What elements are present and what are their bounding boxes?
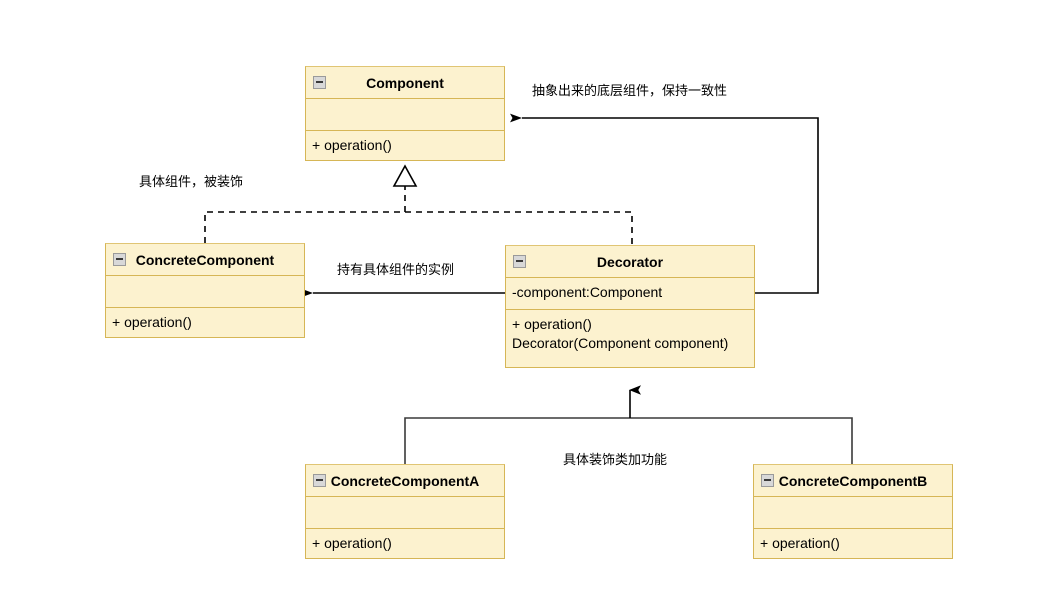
class-attributes-concrete-component — [106, 276, 304, 308]
class-name-concrete-component: ConcreteComponent — [135, 252, 275, 268]
class-header-concrete-component-b: ConcreteComponentB — [754, 465, 952, 497]
class-header-component: Component — [306, 67, 504, 99]
class-attributes-decorator: -component:Component — [506, 278, 754, 310]
collapse-minus-icon[interactable] — [313, 76, 326, 89]
class-box-concrete-component-b[interactable]: ConcreteComponentB + operation() — [753, 464, 953, 559]
class-attributes-concrete-component-b — [754, 497, 952, 529]
class-header-concrete-component: ConcreteComponent — [106, 244, 304, 276]
class-header-decorator: Decorator — [506, 246, 754, 278]
class-operations-concrete-component-a: + operation() — [312, 535, 392, 551]
collapse-minus-icon[interactable] — [761, 474, 774, 487]
class-attributes-component — [306, 99, 504, 131]
edge-label-concrete-component-note: 具体组件，被装饰 — [139, 174, 244, 189]
class-box-decorator[interactable]: Decorator -component:Component + operati… — [505, 245, 755, 368]
class-box-component[interactable]: Component + operation() — [305, 66, 505, 161]
collapse-minus-icon[interactable] — [513, 255, 526, 268]
collapse-minus-icon[interactable] — [313, 474, 326, 487]
class-box-concrete-component[interactable]: ConcreteComponent + operation() — [105, 243, 305, 338]
class-name-concrete-component-b: ConcreteComponentB — [778, 473, 928, 489]
class-name-decorator: Decorator — [596, 254, 664, 270]
class-operations-component: + operation() — [312, 137, 392, 153]
class-operations-concrete-component-b: + operation() — [760, 535, 840, 551]
class-name-component: Component — [366, 75, 444, 91]
class-header-concrete-component-a: ConcreteComponentA — [306, 465, 504, 497]
collapse-minus-icon[interactable] — [113, 253, 126, 266]
edge-label-component-note: 抽象出来的底层组件，保持一致性 — [532, 83, 728, 98]
class-operations-concrete-component: + operation() — [112, 314, 192, 330]
class-box-concrete-component-a[interactable]: ConcreteComponentA + operation() — [305, 464, 505, 559]
edge-label-holds-instance-note: 持有具体组件的实例 — [337, 262, 455, 277]
class-attributes-concrete-component-a — [306, 497, 504, 529]
class-name-concrete-component-a: ConcreteComponentA — [330, 473, 480, 489]
edge-realization-tree — [204, 164, 633, 245]
edge-label-decorator-subclass-note: 具体装饰类加功能 — [563, 452, 668, 467]
class-operations-decorator: + operation() Decorator(Component compon… — [512, 316, 729, 351]
